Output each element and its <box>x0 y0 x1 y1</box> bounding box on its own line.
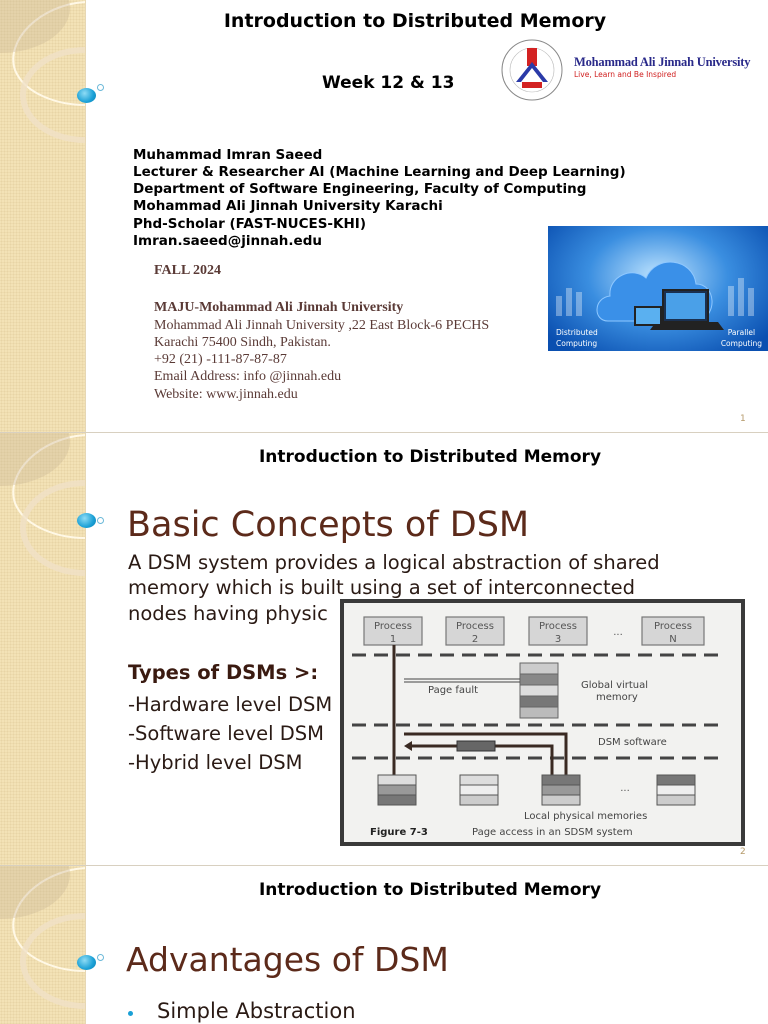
image-label-distributed: Distributed Computing <box>556 328 598 348</box>
ellipsis: ... <box>620 783 630 794</box>
term-label: FALL 2024 <box>154 263 222 278</box>
bullet-item: Simple Abstraction <box>157 999 356 1023</box>
page-number: 2 <box>740 847 746 857</box>
dsm-software-label: DSM software <box>598 737 667 748</box>
bead-icon <box>77 955 96 970</box>
figure-caption-label: Figure 7-3 <box>370 827 428 838</box>
paragraph-line: nodes having physic <box>128 602 328 625</box>
type-item: -Hardware level DSM <box>128 693 333 716</box>
university-tagline: Live, Learn and Be Inspired <box>574 70 677 79</box>
global-vm-label: Global virtual <box>581 680 648 691</box>
decorative-strip <box>0 433 86 865</box>
decorative-strip <box>0 0 86 432</box>
bead-icon <box>77 88 96 103</box>
slide-title: Basic Concepts of DSM <box>127 505 530 545</box>
author-line: Lecturer & Researcher AI (Machine Learni… <box>133 164 626 180</box>
paragraph-line: memory which is built using a set of int… <box>128 576 635 599</box>
slide-divider <box>0 432 768 433</box>
slide-header: Introduction to Distributed Memory <box>258 447 602 467</box>
figure-caption-text: Page access in an SDSM system <box>472 827 633 838</box>
small-bead-icon <box>97 517 104 524</box>
process-number: 3 <box>555 634 561 645</box>
computing-image: Distributed Computing Parallel Computing <box>548 226 768 351</box>
global-vm-label: memory <box>596 692 638 703</box>
slide-2: Introduction to Distributed Memory Basic… <box>0 433 768 865</box>
image-label-parallel: Parallel Computing <box>720 328 762 348</box>
author-line: Phd-Scholar (FAST-NUCES-KHI) <box>133 216 366 232</box>
slide-1: Introduction to Distributed Memory Week … <box>0 0 768 432</box>
small-bead-icon <box>97 954 104 961</box>
author-email: Imran.saeed@jinnah.edu <box>133 233 322 249</box>
slide-title: Advantages of DSM <box>126 940 449 979</box>
week-label: Week 12 & 13 <box>322 73 455 93</box>
local-memory-label: Local physical memories <box>524 811 647 822</box>
process-number: 2 <box>472 634 478 645</box>
university-seal-icon <box>501 39 563 101</box>
university-name: Mohammad Ali Jinnah University <box>574 55 751 69</box>
decorative-strip <box>0 866 86 1024</box>
author-line: Department of Software Engineering, Facu… <box>133 181 587 197</box>
small-bead-icon <box>97 84 104 91</box>
bead-icon <box>77 513 96 528</box>
email-line: Email Address: info @jinnah.edu <box>154 369 342 384</box>
address-line: Karachi 75400 Sindh, Pakistan. <box>154 335 331 350</box>
ellipsis: ... <box>613 627 623 638</box>
type-item: -Software level DSM <box>128 722 324 745</box>
process-label: Process <box>374 621 412 632</box>
slide-header: Introduction to Distributed Memory <box>223 10 607 32</box>
phone-line: +92 (21) -111-87-87-87 <box>154 352 287 367</box>
slide-3: Introduction to Distributed Memory Advan… <box>0 866 768 1024</box>
university-logo: Mohammad Ali Jinnah University Live, Lea… <box>494 38 766 102</box>
types-heading: Types of DSMs >: <box>128 661 319 684</box>
process-label: Process <box>654 621 692 632</box>
slide-divider <box>0 865 768 866</box>
process-number: N <box>669 634 676 645</box>
address-line: Mohammad Ali Jinnah University ,22 East … <box>154 318 490 333</box>
page-fault-label: Page fault <box>428 685 478 696</box>
type-item: -Hybrid level DSM <box>128 751 303 774</box>
page-number: 1 <box>740 414 746 424</box>
paragraph-line: A DSM system provides a logical abstract… <box>128 551 660 574</box>
process-number: 1 <box>390 634 396 645</box>
author-line: Muhammad Imran Saeed <box>133 147 323 163</box>
bullet-icon <box>128 1011 133 1016</box>
cloud-icon <box>556 261 754 330</box>
slide-header: Introduction to Distributed Memory <box>258 880 602 900</box>
institution-name: MAJU-Mohammad Ali Jinnah University <box>154 300 404 315</box>
website-line: Website: www.jinnah.edu <box>154 387 298 402</box>
process-label: Process <box>539 621 577 632</box>
author-line: Mohammad Ali Jinnah University Karachi <box>133 198 443 214</box>
process-label: Process <box>456 621 494 632</box>
